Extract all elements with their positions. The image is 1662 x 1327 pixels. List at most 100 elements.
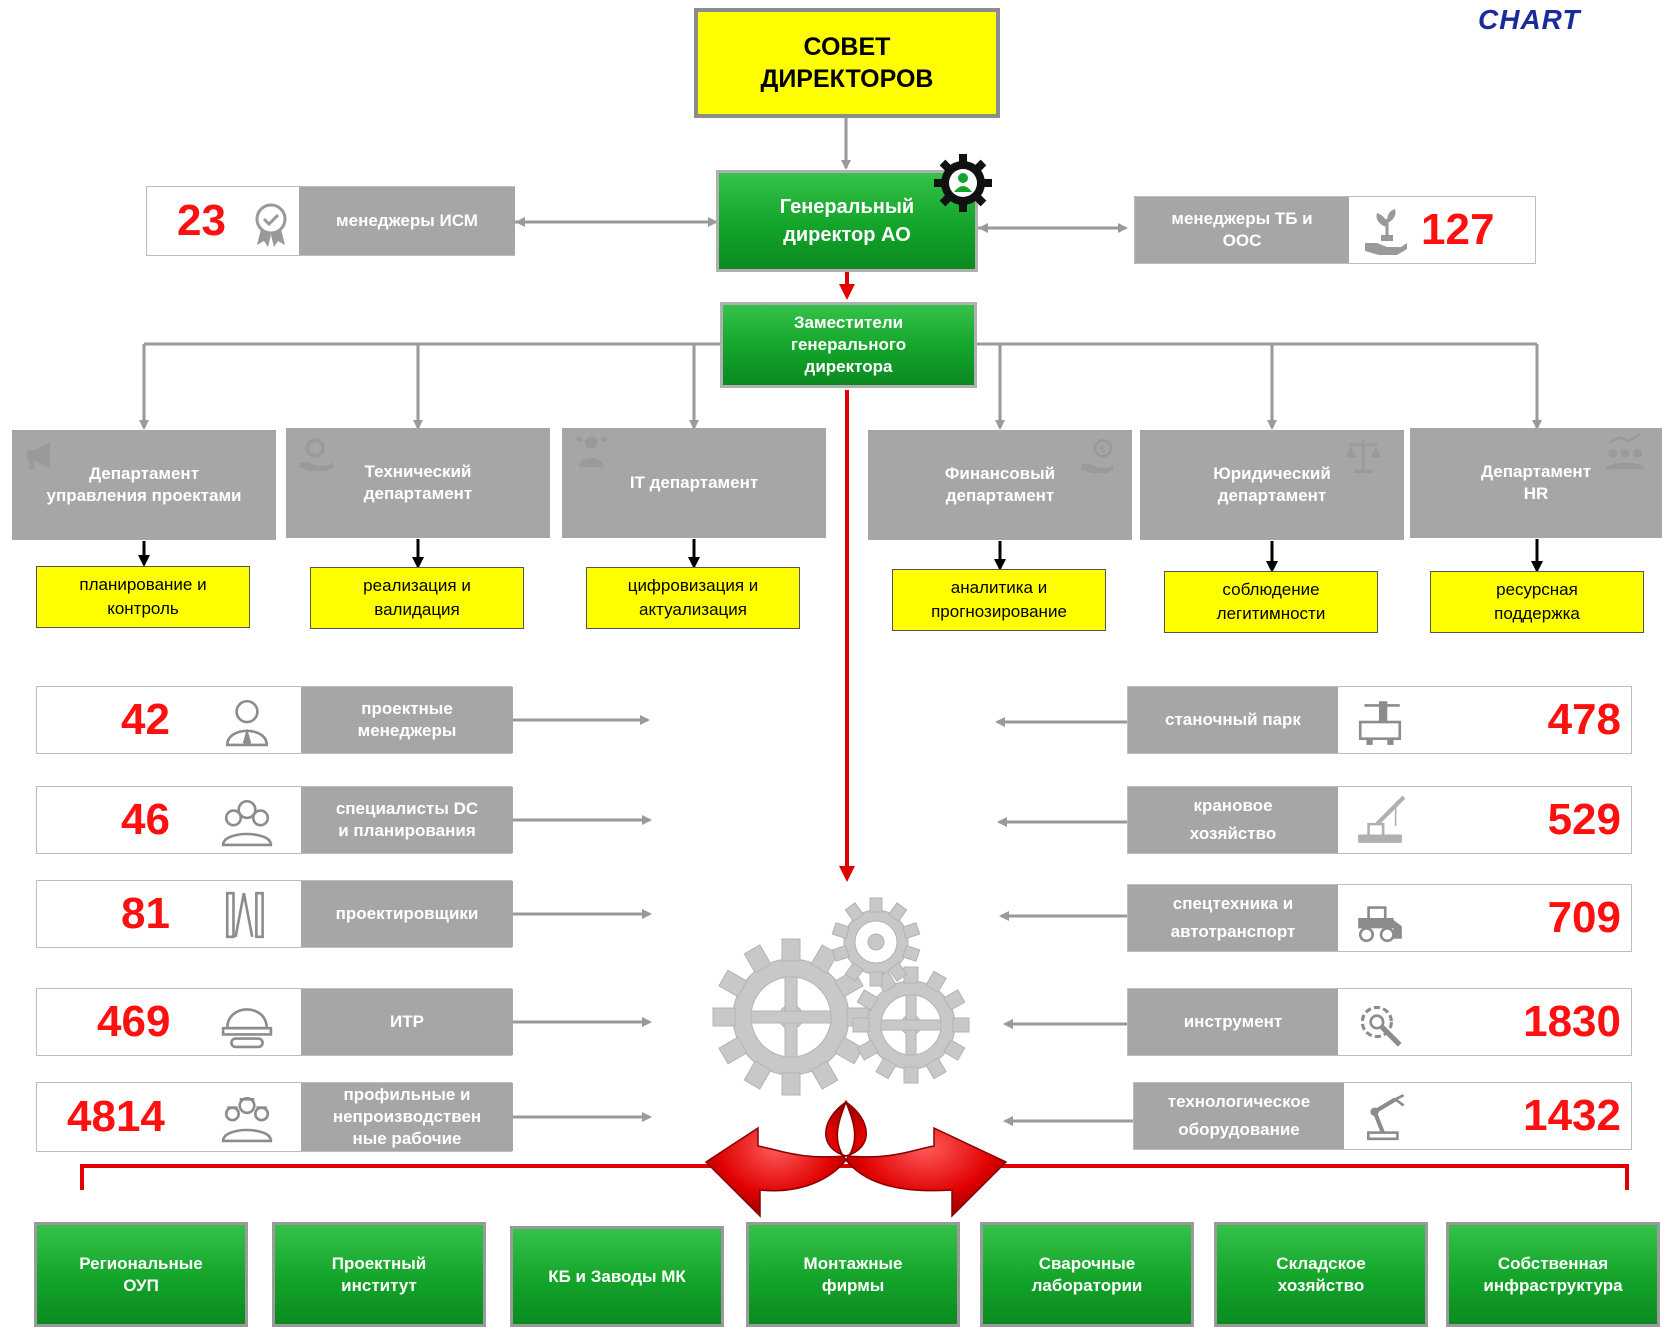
department-function-line2: контроль — [107, 599, 179, 618]
hard-hat-icon — [221, 1008, 273, 1049]
hse-managers-label-line2: ООС — [1222, 231, 1262, 250]
robot-arm-icon — [1367, 1093, 1405, 1141]
staff-label-line1: специалисты DC — [335, 799, 479, 818]
department-function-line2: прогнозирование — [931, 602, 1067, 621]
staff-card: 46 специалисты DC и планирования — [36, 786, 513, 854]
svg-text:$: $ — [1099, 444, 1105, 456]
ism-managers-card: 23 менеджеры ИСМ — [146, 186, 515, 256]
gear-person-icon — [934, 154, 992, 212]
hand-plant-icon — [1365, 209, 1407, 255]
department-function-line2: поддержка — [1494, 604, 1580, 623]
staff-label-line2: менеджеры — [357, 721, 457, 740]
ceo-title-line1: Генеральный — [779, 196, 915, 218]
business-unit-line2: лаборатории — [1031, 1275, 1143, 1295]
department-function-line1: соблюдение — [1222, 580, 1320, 599]
department-function-line2: валидация — [374, 600, 460, 619]
staff-label-line1: проектные — [361, 699, 453, 718]
deputy-directors-box: Заместители генерального директора — [720, 302, 977, 388]
business-unit-line2: ОУП — [123, 1275, 159, 1295]
business-unit-line1: Региональные — [79, 1253, 203, 1273]
staff-label-line2: и планирования — [338, 821, 476, 840]
department-box: Юридический департамент — [1140, 430, 1404, 540]
staff-card: 81 проектировщики — [36, 880, 513, 948]
asset-label: станочный парк — [1128, 687, 1338, 753]
staff-label: профильные и непроизводствен ные рабочие — [301, 1083, 513, 1151]
loader-icon — [1358, 906, 1402, 943]
department-name-line2: департамент — [945, 486, 1055, 505]
department-name-line2: HR — [1523, 484, 1549, 503]
staff-label-line2: непроизводствен — [332, 1107, 482, 1126]
award-badge-icon — [255, 203, 287, 247]
business-unit-line1: Собственная — [1497, 1253, 1609, 1273]
asset-label-line1: крановое — [1193, 796, 1273, 815]
business-unit-line2: инфраструктура — [1483, 1275, 1623, 1295]
staff-card: 469 ИТР — [36, 988, 513, 1056]
asset-label: крановое хозяйство — [1128, 787, 1338, 853]
staff-card: 42 проектные менеджеры — [36, 686, 513, 754]
asset-count: 1830 — [1523, 997, 1621, 1046]
business-unit-line2: институт — [341, 1275, 417, 1295]
department-name-line2: управления проектами — [46, 486, 242, 505]
asset-label-line2: оборудование — [1178, 1120, 1300, 1139]
department-function-line1: аналитика и — [950, 578, 1048, 597]
department-name-line1: Департамент — [1480, 462, 1592, 481]
deputies-line2: генерального — [790, 335, 907, 354]
asset-label-line1: инструмент — [1183, 1012, 1283, 1031]
asset-card: станочный парк 478 — [1127, 686, 1632, 754]
staff-label: специалисты DC и планирования — [301, 787, 513, 853]
department-function-line2: актуализация — [639, 600, 747, 619]
board-of-directors-box: СОВЕТ ДИРЕКТОРОВ — [694, 8, 1000, 118]
hse-managers-label-line1: менеджеры ТБ и — [1171, 209, 1313, 228]
staff-count: 469 — [97, 997, 171, 1046]
staff-label-line3: ные рабочие — [352, 1129, 462, 1148]
split-arrow-icon — [704, 1100, 1008, 1218]
department-box: IT департамент — [562, 428, 826, 538]
department-name-line1: Юридический — [1213, 464, 1331, 483]
business-unit-line1: Монтажные — [803, 1253, 903, 1273]
department-name-line2: департамент — [363, 484, 473, 503]
department-box: Финансовый департамент — [868, 430, 1132, 540]
staff-label-line1: ИТР — [390, 1012, 424, 1031]
business-unit-box: КБ и Заводы МК — [510, 1226, 724, 1327]
staff-count: 46 — [121, 795, 170, 844]
asset-count: 478 — [1547, 695, 1621, 744]
staff-count: 42 — [121, 695, 170, 744]
staff-label: проектные менеджеры — [301, 687, 513, 753]
business-unit-line1: Сварочные — [1038, 1253, 1136, 1273]
department-function-box: аналитика и прогнозирование — [892, 569, 1106, 631]
staff-count: 81 — [121, 889, 170, 938]
asset-count: 709 — [1547, 893, 1621, 942]
machine-tool-icon — [1358, 701, 1402, 745]
department-name-line1: Финансовый — [944, 464, 1056, 483]
workers-icon — [221, 1096, 273, 1143]
gears-illustration — [712, 897, 970, 1096]
department-name-line2: департамент — [1217, 486, 1327, 505]
board-title-line2: ДИРЕКТОРОВ — [760, 65, 934, 93]
brand-logo: CHART — [1478, 4, 1580, 36]
hse-managers-card: менеджеры ТБ и ООС 127 — [1134, 196, 1536, 264]
asset-label-line2: хозяйство — [1189, 824, 1277, 843]
business-unit-line1: Проектный — [331, 1253, 427, 1273]
business-unit-line2: хозяйство — [1277, 1275, 1365, 1295]
staff-label: проектировщики — [301, 881, 513, 947]
asset-label-line2: автотранспорт — [1170, 922, 1296, 941]
staff-label-line1: профильные и — [343, 1085, 471, 1104]
